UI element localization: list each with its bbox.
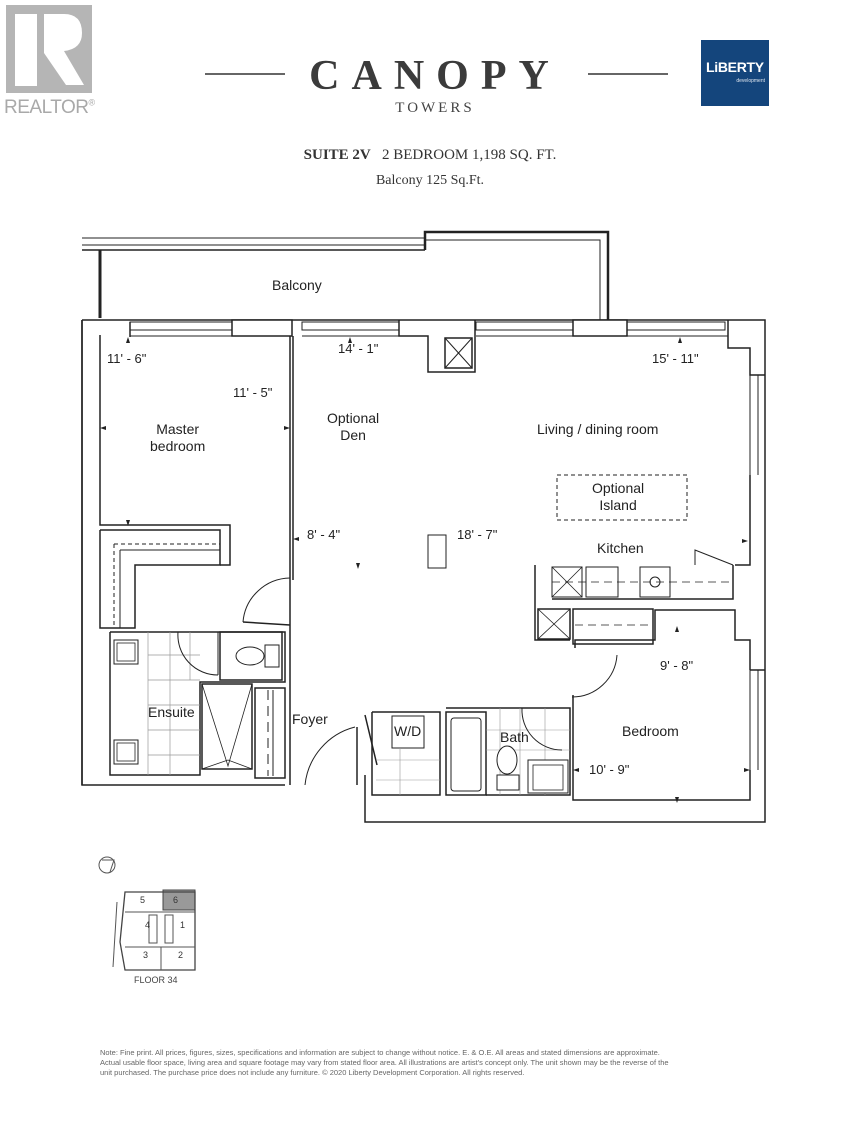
- room-label-foyer: Foyer: [292, 711, 328, 727]
- note-line-2: Actual usable floor space, living area a…: [100, 1058, 669, 1067]
- dimension-living-depth: 15' - 11": [652, 351, 699, 366]
- room-label-den: Optional Den: [327, 410, 380, 443]
- balcony-area: Balcony 125 Sq.Ft.: [375, 173, 485, 188]
- keyplan-unit-5: 5: [140, 895, 146, 905]
- suite-name: SUITE 2V: [303, 147, 371, 163]
- brand-divider-right: [588, 73, 668, 75]
- keyplan-unit-6: 6: [173, 895, 179, 905]
- brand-divider-left: [205, 73, 285, 75]
- suite-area: 1,198 SQ. FT.: [472, 147, 557, 163]
- balcony-outline: [82, 230, 610, 320]
- room-label-ensuite: Ensuite: [148, 704, 195, 720]
- keyplan-floor-label: FLOOR 34: [134, 975, 178, 985]
- room-label-living: Living / dining room: [537, 421, 659, 437]
- developer-name: LiBERTY: [706, 59, 764, 75]
- dimension-den-depth: 14' - 1": [338, 341, 379, 356]
- dimension-den-width: 8' - 4": [307, 527, 341, 542]
- realtor-wordmark: REALTOR®: [4, 97, 95, 118]
- realtor-logo: REALTOR®: [4, 5, 96, 118]
- key-plan: [98, 856, 196, 971]
- developer-logo: LiBERTY development: [701, 40, 769, 106]
- room-label-kitchen: Kitchen: [597, 540, 644, 556]
- exterior-walls: [81, 319, 766, 823]
- suite-heading: SUITE 2V 2 BEDROOM 1,198 SQ. FT.: [180, 147, 680, 164]
- dimension-bedroom-width: 10' - 9": [589, 762, 630, 777]
- dimension-living-width: 18' - 7": [457, 527, 498, 542]
- fine-print-note: Note: Fine print. All prices, figures, s…: [100, 1048, 750, 1078]
- suite-type: 2 BEDROOM: [382, 147, 469, 163]
- dimension-bedroom-depth: 9' - 8": [660, 658, 694, 673]
- note-line-1: Note: Fine print. All prices, figures, s…: [100, 1048, 660, 1057]
- note-line-3: unit purchased. The purchase price does …: [100, 1068, 525, 1077]
- dimension-master-depth: 11' - 6": [107, 351, 147, 366]
- room-label-bedroom: Bedroom: [622, 723, 679, 739]
- keyplan-unit-2: 2: [178, 950, 184, 960]
- dimension-master-width: 11' - 5": [233, 385, 273, 400]
- room-label-bath: Bath: [500, 729, 529, 745]
- keyplan-unit-3: 3: [143, 950, 149, 960]
- brand-subtitle: TOWERS: [395, 100, 475, 116]
- north-arrow-icon: [98, 856, 116, 874]
- room-label-island: Optional Island: [592, 480, 645, 513]
- room-label-balcony: Balcony: [272, 277, 322, 293]
- brand-title: CANOPY: [309, 53, 561, 99]
- realtor-r-icon: [6, 5, 92, 93]
- developer-sub: development: [736, 78, 765, 84]
- room-label-master-bedroom: Master bedroom: [150, 421, 206, 454]
- room-label-wd: W/D: [394, 723, 422, 739]
- keyplan-unit-1: 1: [180, 920, 186, 930]
- keyplan-unit-4: 4: [145, 920, 151, 930]
